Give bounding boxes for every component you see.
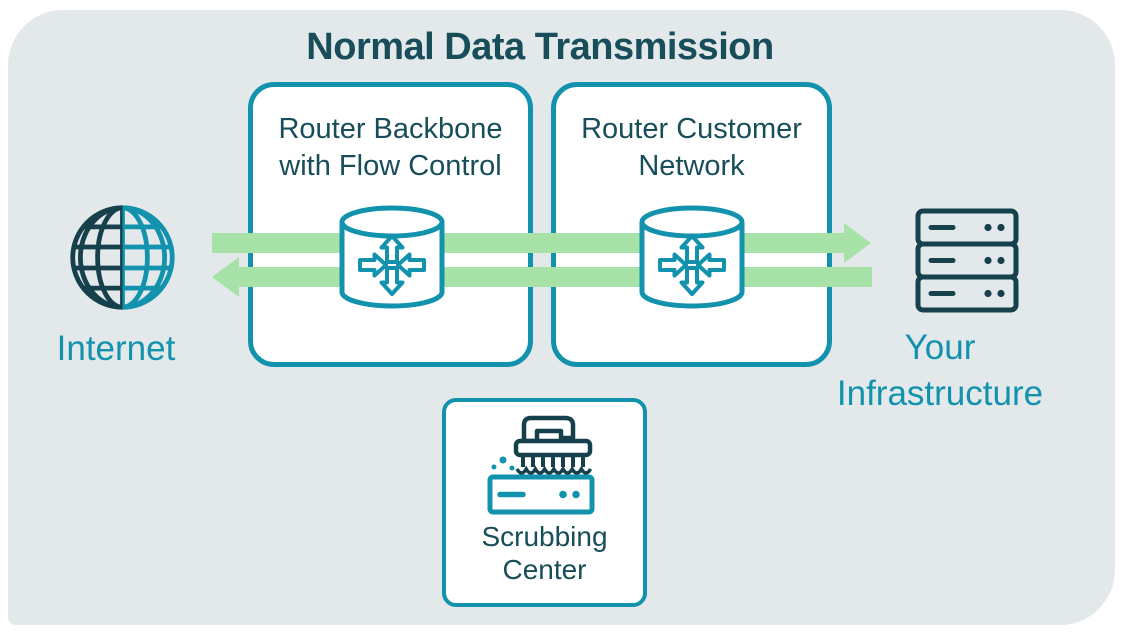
globe-left-half	[70, 205, 123, 310]
router-customer-label-line2: Network	[638, 150, 745, 183]
your-infrastructure-label-line2: Infrastructure	[836, 373, 1044, 413]
node-scrubbing-center: Scrubbing Center	[442, 398, 647, 607]
server-leds	[984, 223, 1005, 298]
internet-label: Internet	[56, 329, 176, 368]
router-customer-label-line1: Router Customer	[581, 113, 802, 145]
brush-bristles	[521, 455, 585, 467]
scrubbing-center-label: Scrubbing Center	[446, 521, 643, 587]
scrubbing-center-label-line1: Scrubbing	[481, 521, 608, 552]
server-rack-icon	[915, 208, 1019, 313]
router-customer-label: Router Customer Network	[556, 111, 827, 185]
scrubbing-appliance	[487, 474, 595, 515]
brush-bristle-tips	[515, 465, 593, 475]
scrubbing-center-label-line2: Center	[502, 553, 587, 585]
scrub-bubbles	[491, 456, 515, 471]
globe-icon	[70, 205, 175, 310]
scrubbing-brush-icon	[487, 415, 595, 515]
your-infrastructure-label-line1: Your	[904, 328, 976, 367]
router-icon	[339, 205, 445, 309]
globe-right-half	[122, 205, 175, 310]
brush	[513, 415, 593, 475]
router-backbone-label-line1: Router Backbone	[278, 113, 503, 145]
your-infrastructure-label: Your Infrastructure	[818, 325, 1062, 417]
router-backbone-label-line2: with Flow Control	[279, 150, 502, 183]
server-units	[915, 208, 1019, 313]
router-backbone-label: Router Backbone with Flow Control	[253, 111, 528, 185]
router-icon	[639, 205, 745, 309]
diagram-title: Normal Data Transmission	[306, 26, 774, 68]
